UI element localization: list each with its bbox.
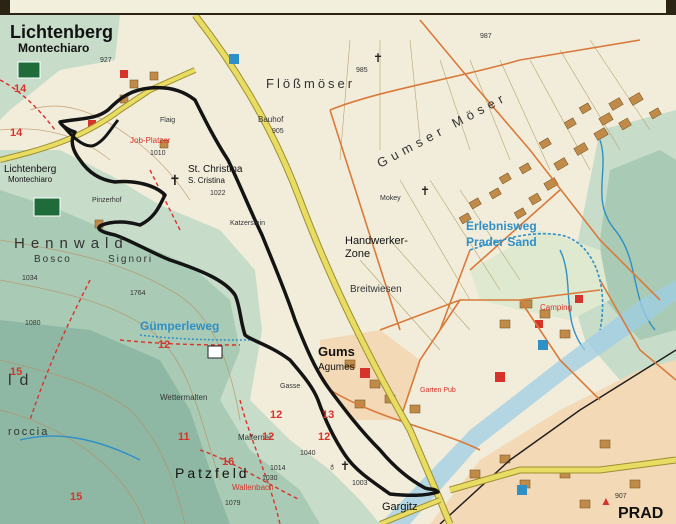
trail-12d: 12 — [318, 431, 330, 443]
label-pinzerhof: Pinzerhof — [92, 197, 122, 204]
church-icon-3: ✝ — [420, 184, 430, 198]
elev-1079: 1079 — [225, 500, 241, 507]
elev-905: 905 — [272, 128, 284, 135]
label-hennwald: Hennwald — [14, 235, 129, 252]
label-gasse: Gasse — [280, 383, 300, 390]
town-prad — [430, 360, 676, 524]
triangle-icon: ▲ — [600, 494, 612, 508]
bus-stop-icon — [207, 345, 223, 359]
marked-trails — [0, 79, 301, 524]
church-icon-4: ✝ — [340, 459, 350, 473]
chapel-icon: ♁ — [328, 461, 336, 473]
label-wallenbach: Wallenbach — [232, 483, 274, 492]
info-icon-2 — [538, 340, 548, 350]
label-wald-left: ld — [8, 372, 36, 389]
contour-lines — [0, 105, 241, 524]
elev-1010: 1010 — [150, 150, 166, 157]
label-malferner: Malferner — [238, 433, 272, 442]
label-patzfeld: Patzfeld — [175, 465, 250, 481]
label-montechiaro-small: Montechiaro — [8, 175, 53, 184]
elev-1040: 1040 — [300, 450, 316, 457]
erlebnisweg-trail — [469, 232, 604, 331]
elev-1080: 1080 — [25, 320, 41, 327]
label-roccia: roccia — [8, 426, 49, 438]
viewpoint-icon-2 — [33, 197, 61, 217]
label-prad: PRAD — [618, 505, 663, 522]
label-job-platzer: Job-Platzer — [130, 136, 171, 145]
gumperleweg-trail — [139, 334, 251, 341]
church-icon-2: ✝ — [373, 51, 383, 65]
elev-1034: 1034 — [22, 275, 38, 282]
map-symbols: ✝ ✝ ✝ ✝ ♁ ▲ — [17, 51, 612, 508]
label-katzerstein: Katzerstein — [230, 220, 265, 227]
label-gums: Gums — [318, 344, 355, 359]
trail-15a: 15 — [10, 366, 22, 378]
info-icon-3 — [517, 485, 527, 495]
red-buildings — [88, 70, 583, 382]
label-handwerker: Handwerker- — [345, 235, 408, 247]
label-flaig: Flaig — [160, 117, 175, 124]
elev-1003: 1003 — [352, 480, 368, 487]
trail-14b: 14 — [10, 127, 23, 139]
hiking-route[interactable] — [58, 85, 440, 498]
viewpoint-icon — [17, 61, 41, 79]
label-zone: Zone — [345, 248, 370, 260]
label-s-cristina: S. Cristina — [188, 176, 225, 185]
label-erlebnisweg: Erlebnisweg — [466, 219, 537, 233]
railway — [439, 349, 676, 524]
label-gargitz: Gargitz — [382, 501, 417, 513]
trail-12a: 12 — [158, 339, 170, 351]
label-st-christina: St. Christina — [188, 164, 243, 175]
trail-11: 11 — [178, 431, 190, 443]
label-mokey: Mokey — [380, 195, 401, 202]
label-wettermalten: Wettermalten — [160, 393, 207, 402]
info-icon — [229, 54, 239, 64]
label-flossmoser: Flößmöser — [266, 76, 355, 91]
label-agumes: Agumes — [318, 362, 355, 373]
trail-14a: 14 — [14, 83, 27, 95]
elevation-labels: 927 987 985 905 1010 1022 1034 1080 1764… — [22, 33, 627, 507]
field-lines — [339, 39, 651, 351]
elev-927: 927 — [100, 57, 112, 64]
trail-12c: 12 — [262, 431, 274, 443]
top-frame-bar — [0, 0, 676, 15]
trail-15b: 15 — [70, 491, 82, 503]
elev-1014: 1014 — [270, 465, 286, 472]
elev-985: 985 — [356, 67, 368, 74]
label-prader-sand: Prader Sand — [466, 235, 537, 249]
trail-numbers: 14 14 12 12 12 12 13 15 15 11 16 — [10, 83, 334, 503]
label-signori: Signori — [108, 254, 153, 265]
elev-1022: 1022 — [210, 190, 226, 197]
elev-1764: 1764 — [130, 290, 146, 297]
forest-lower-dark — [0, 320, 230, 524]
church-icon: ✝ — [169, 172, 181, 188]
label-bosco: Bosco — [34, 254, 72, 265]
label-lichtenberg: Lichtenberg — [10, 22, 113, 42]
elev-907: 907 — [615, 493, 627, 500]
hiking-route-spur — [58, 119, 120, 148]
trail-13: 13 — [322, 409, 334, 421]
label-camping: Camping — [540, 303, 572, 312]
river-valley — [380, 280, 676, 524]
trail-12b: 12 — [270, 409, 282, 421]
forest-west-dark — [0, 15, 120, 120]
elev-1030: 1030 — [262, 475, 278, 482]
label-garten: Garten Pub — [420, 387, 456, 394]
label-bauhof: Bauhof — [258, 115, 284, 124]
trail-16: 16 — [222, 456, 234, 468]
main-road — [0, 12, 676, 524]
label-gumperleweg: Gümperleweg — [140, 319, 219, 333]
label-montechiaro: Montechiaro — [18, 41, 89, 55]
label-breitwiesen: Breitwiesen — [350, 284, 402, 295]
top-frame-right — [666, 0, 676, 15]
label-lichtenberg-small: Lichtenberg — [4, 164, 56, 175]
top-frame-left — [0, 0, 10, 15]
elev-987: 987 — [480, 33, 492, 40]
